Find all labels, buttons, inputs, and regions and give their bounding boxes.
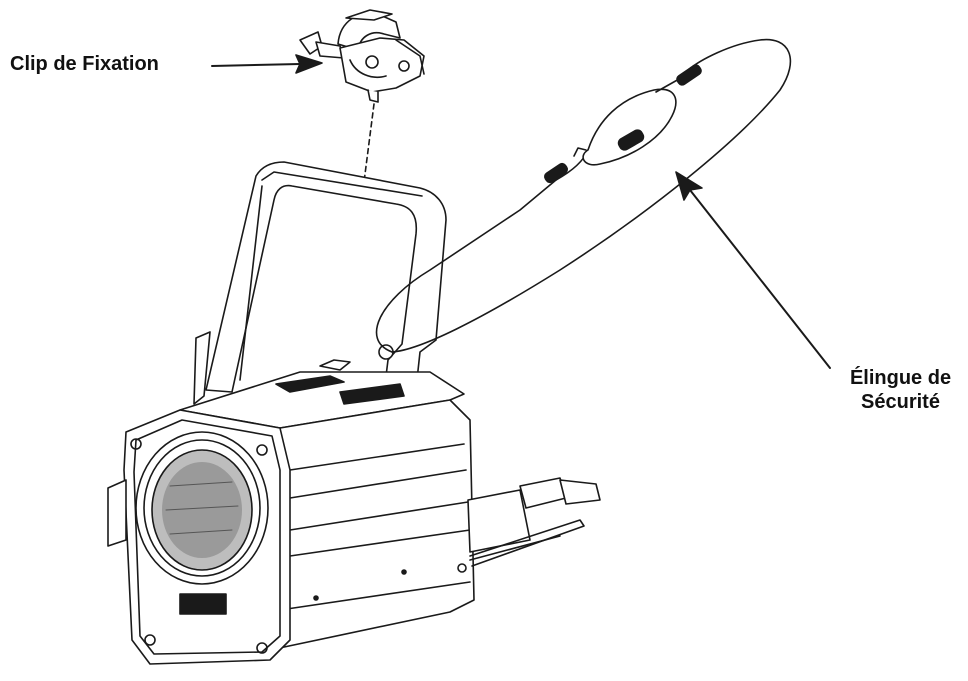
fixture-body <box>107 331 601 665</box>
clip-label: Clip de Fixation <box>10 53 159 75</box>
mounting-clamp <box>299 9 425 183</box>
sling-pointer-arrow <box>675 171 831 369</box>
safety-sling-label-line2: Sécurité <box>861 391 940 413</box>
clip-pointer-arrow <box>211 54 323 74</box>
safety-sling-label: Élingue de Sécurité <box>838 366 963 414</box>
safety-cable <box>375 38 792 353</box>
safety-sling-label-line1: Élingue de <box>849 367 952 389</box>
